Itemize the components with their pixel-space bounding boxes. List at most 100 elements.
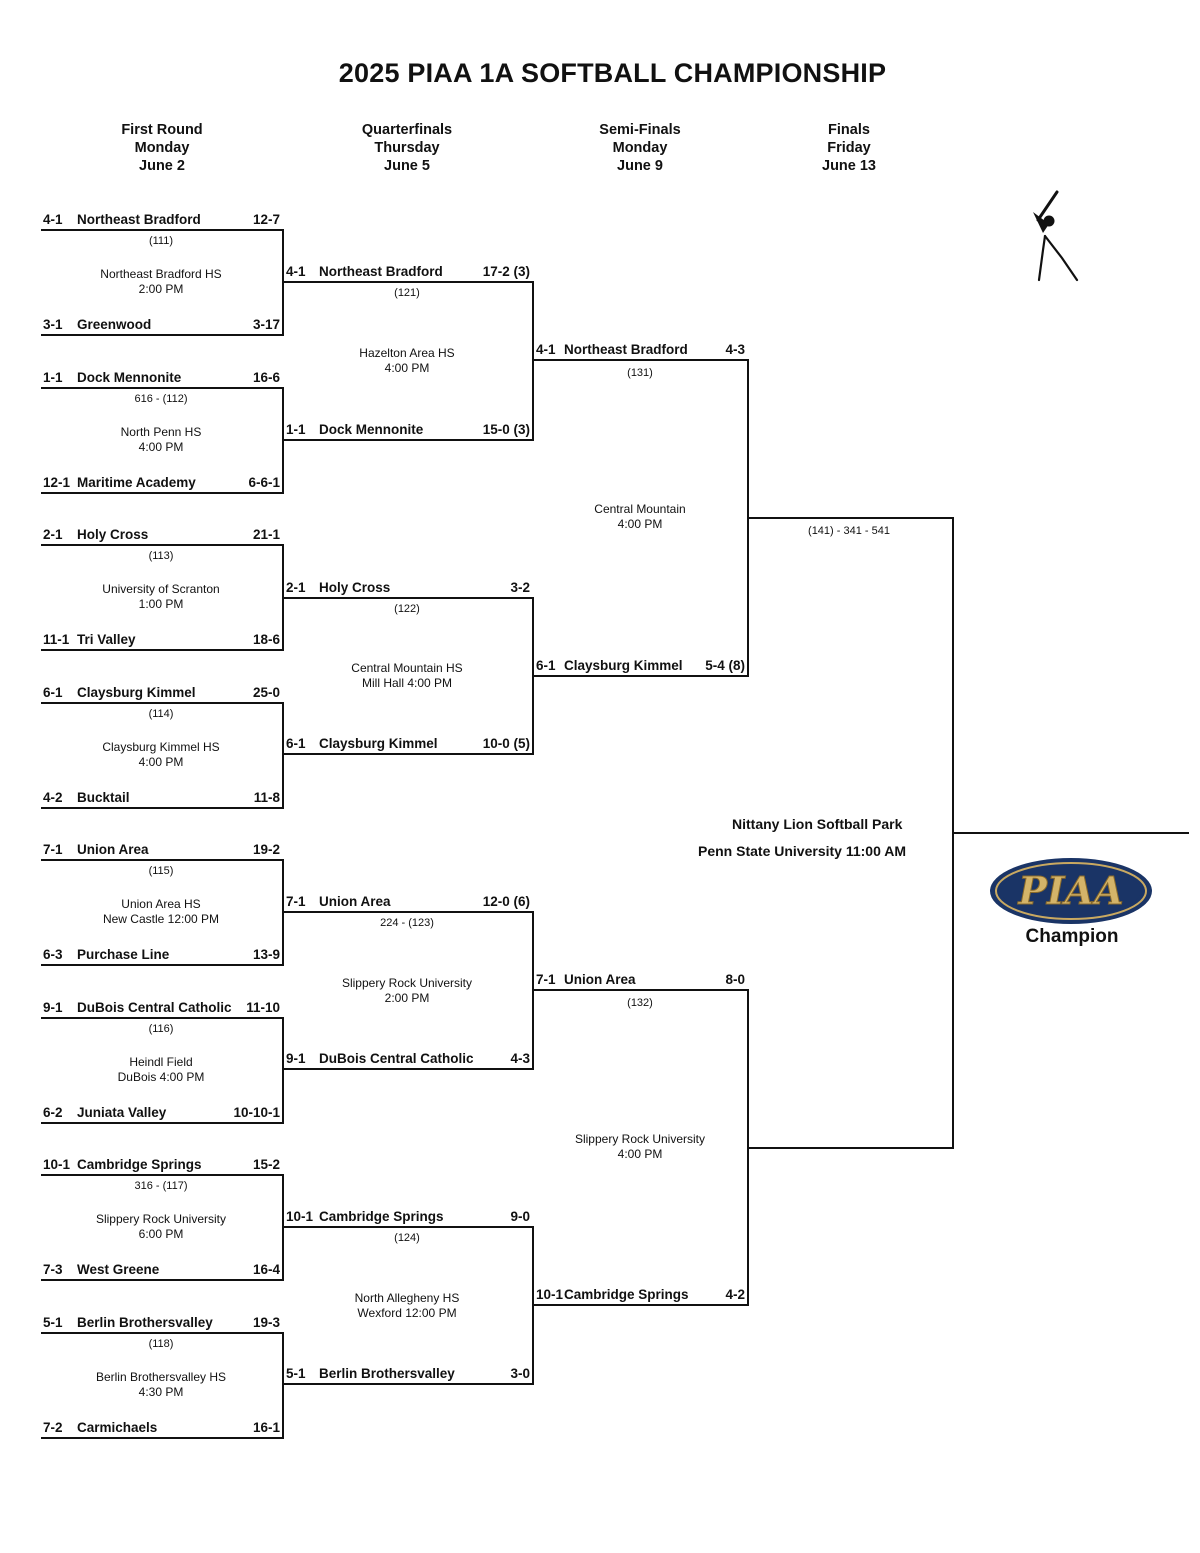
team-name: Bucktail <box>77 790 130 805</box>
team-name: Tri Valley <box>77 632 136 647</box>
site-time: 2:00 PM <box>138 282 184 296</box>
team-name: Union Area <box>564 972 636 987</box>
champion-label: Champion <box>1025 926 1119 947</box>
team-score: 12-0 (6) <box>482 894 530 909</box>
site-time: 1:00 PM <box>138 597 184 611</box>
team-entry[interactable]: 12-1 Maritime Academy 6-6-1 <box>41 475 282 491</box>
team-seed: 6-1 <box>536 658 556 673</box>
team-seed: 7-2 <box>43 1420 63 1435</box>
site-time: 4:00 PM <box>138 755 184 769</box>
team-name: Dock Mennonite <box>77 370 182 385</box>
team-score: 18-6 <box>252 632 280 647</box>
site-name: Central Mountain HS <box>351 661 463 675</box>
team-score: 3-2 <box>510 580 530 595</box>
bracket-line <box>534 359 749 361</box>
team-score: 5-4 (8) <box>705 658 745 673</box>
team-name: Greenwood <box>77 317 152 332</box>
team-seed: 2-1 <box>43 527 63 542</box>
bracket-line <box>41 1332 284 1334</box>
bracket-line <box>284 1226 534 1228</box>
team-name: Maritime Academy <box>77 475 196 490</box>
round-header-name: Finals <box>828 122 870 138</box>
site-name: Slippery Rock University <box>574 1131 706 1146</box>
bracket-line <box>284 439 534 441</box>
team-name: Juniata Valley <box>77 1105 167 1120</box>
team-seed: 9-1 <box>286 1051 306 1066</box>
team-score: 4-2 <box>725 1287 745 1302</box>
team-name: Holy Cross <box>77 527 149 542</box>
round-header-name: Quarterfinals <box>361 122 453 138</box>
bracket-line <box>534 675 749 677</box>
bracket-line <box>748 517 954 519</box>
bracket-line <box>284 281 534 283</box>
team-score: 12-7 <box>252 212 280 227</box>
softball-batter-icon <box>1033 190 1079 282</box>
site-time: 4:00 PM <box>138 440 184 454</box>
team-score: 8-0 <box>725 972 745 987</box>
round-header-day: Friday <box>827 140 871 156</box>
team-seed: 4-1 <box>536 342 556 357</box>
team-score: 15-0 (3) <box>482 422 530 437</box>
site-time: 6:00 PM <box>138 1227 184 1241</box>
bracket-line <box>748 1147 954 1149</box>
team-score: 9-0 <box>510 1209 530 1224</box>
team-score: 6-6-1 <box>248 475 280 490</box>
team-seed: 12-1 <box>43 475 71 490</box>
site-name: Northeast Bradford HS <box>100 267 222 281</box>
team-score: 17-2 (3) <box>482 264 530 279</box>
site-name: Hazelton Area HS <box>359 346 455 360</box>
bracket-line <box>41 1017 284 1019</box>
team-seed: 7-1 <box>286 894 306 909</box>
game-number: 616 - (112) <box>134 393 188 405</box>
team-score: 4-3 <box>725 342 745 357</box>
bracket-line <box>41 229 284 231</box>
team-name: Carmichaels <box>77 1420 158 1435</box>
page-title: 2025 PIAA 1A SOFTBALL CHAMPIONSHIP <box>338 58 887 88</box>
site-time: 4:00 PM <box>617 517 663 531</box>
round-header-name: First Round <box>121 122 203 138</box>
team-score: 11-8 <box>253 790 280 805</box>
piaa-logo: PIAA ® <box>990 858 1152 924</box>
team-score: 3-17 <box>252 317 280 332</box>
bracket-line <box>532 597 534 755</box>
bracket-line <box>284 1068 534 1070</box>
team-score: 11-10 <box>246 1000 280 1015</box>
game-number: (116) <box>148 1023 174 1035</box>
team-seed: 4-1 <box>286 264 306 279</box>
game-number: 224 - (123) <box>380 917 434 929</box>
bracket-line <box>747 989 749 1306</box>
game-number: (114) <box>148 708 174 720</box>
bracket-line <box>747 359 749 677</box>
round-header-date: June 9 <box>617 158 663 174</box>
team-score: 13-9 <box>252 947 280 962</box>
bracket-line <box>534 989 749 991</box>
